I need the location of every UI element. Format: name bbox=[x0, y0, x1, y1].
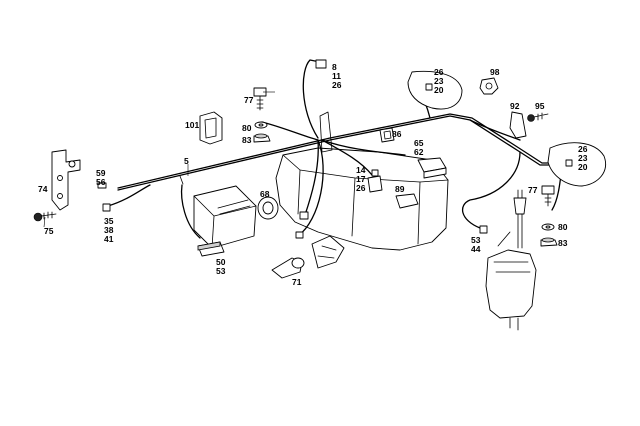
callout-26-right: 26 bbox=[578, 144, 588, 154]
mounting-bracket-74 bbox=[51, 149, 81, 211]
callout-41: 41 bbox=[104, 234, 114, 244]
callout-92: 92 bbox=[510, 101, 520, 111]
washer-80-top bbox=[254, 121, 268, 129]
callout-26-mid: 26 bbox=[356, 183, 366, 193]
cover-26-top bbox=[407, 70, 463, 110]
callout-44: 44 bbox=[471, 244, 481, 254]
branch-wires bbox=[107, 59, 563, 239]
relay-65-62 bbox=[417, 157, 447, 179]
callout-71: 71 bbox=[292, 277, 302, 287]
callout-20-top: 20 bbox=[434, 85, 444, 95]
callout-labels: 5 8 11 26 26 23 20 98 77 101 80 83 86 65… bbox=[38, 62, 588, 287]
callout-23-top: 23 bbox=[434, 76, 444, 86]
junction-14-17-26 bbox=[367, 169, 383, 193]
washer-80-right bbox=[541, 223, 555, 231]
nut-83-right bbox=[540, 237, 558, 247]
callout-26-top: 26 bbox=[434, 67, 444, 77]
clip-92 bbox=[509, 111, 527, 139]
callout-98: 98 bbox=[490, 67, 500, 77]
nut-83-top bbox=[253, 133, 271, 143]
callout-53-right: 53 bbox=[471, 235, 481, 245]
bolt-77-top bbox=[253, 87, 267, 111]
callout-77-top: 77 bbox=[244, 95, 254, 105]
callout-17: 17 bbox=[356, 174, 366, 184]
cover-26-right bbox=[547, 142, 606, 187]
callout-89: 89 bbox=[395, 184, 405, 194]
callout-95: 95 bbox=[535, 101, 545, 111]
callout-59: 59 bbox=[96, 168, 106, 178]
harness-housing bbox=[275, 111, 449, 251]
grommet-98 bbox=[479, 77, 499, 95]
connector-35-38-41 bbox=[102, 203, 111, 212]
callout-5: 5 bbox=[184, 156, 189, 166]
holder-86 bbox=[379, 127, 395, 143]
callout-75: 75 bbox=[44, 226, 54, 236]
socket-89 bbox=[395, 193, 419, 209]
horn-68 bbox=[257, 196, 279, 220]
callout-38: 38 bbox=[104, 225, 114, 235]
callout-26: 26 bbox=[332, 80, 342, 90]
callout-80-right: 80 bbox=[558, 222, 568, 232]
connector-59-56 bbox=[97, 182, 107, 189]
callout-77-right: 77 bbox=[528, 185, 538, 195]
callout-101: 101 bbox=[185, 120, 199, 130]
connector-small bbox=[295, 211, 309, 239]
callout-11: 11 bbox=[332, 71, 341, 81]
callout-65: 65 bbox=[414, 138, 424, 148]
callout-83-top: 83 bbox=[242, 135, 252, 145]
connector-8 bbox=[315, 59, 327, 69]
antenna-unit-53-44 bbox=[479, 189, 537, 331]
callout-68: 68 bbox=[260, 189, 270, 199]
callout-35: 35 bbox=[104, 216, 114, 226]
connector-50-53 bbox=[197, 241, 225, 257]
sensor-71 bbox=[271, 235, 345, 279]
leader-lines bbox=[43, 91, 275, 228]
grommet-101 bbox=[199, 111, 223, 145]
callout-53-left: 53 bbox=[216, 266, 226, 276]
callout-8: 8 bbox=[332, 62, 337, 72]
callout-56: 56 bbox=[96, 177, 106, 187]
main-cable-5 bbox=[117, 113, 563, 191]
callout-86: 86 bbox=[392, 129, 402, 139]
callout-14: 14 bbox=[356, 165, 366, 175]
control-module bbox=[193, 185, 257, 249]
callout-80-top: 80 bbox=[242, 123, 252, 133]
callout-20-right: 20 bbox=[578, 162, 588, 172]
callout-23-right: 23 bbox=[578, 153, 588, 163]
callout-62: 62 bbox=[414, 147, 424, 157]
callout-74: 74 bbox=[38, 184, 48, 194]
callout-83-right: 83 bbox=[558, 238, 568, 248]
callout-50: 50 bbox=[216, 257, 226, 267]
bolt-77-right bbox=[541, 185, 555, 207]
screw-75 bbox=[33, 211, 57, 222]
screw-95 bbox=[527, 112, 549, 122]
